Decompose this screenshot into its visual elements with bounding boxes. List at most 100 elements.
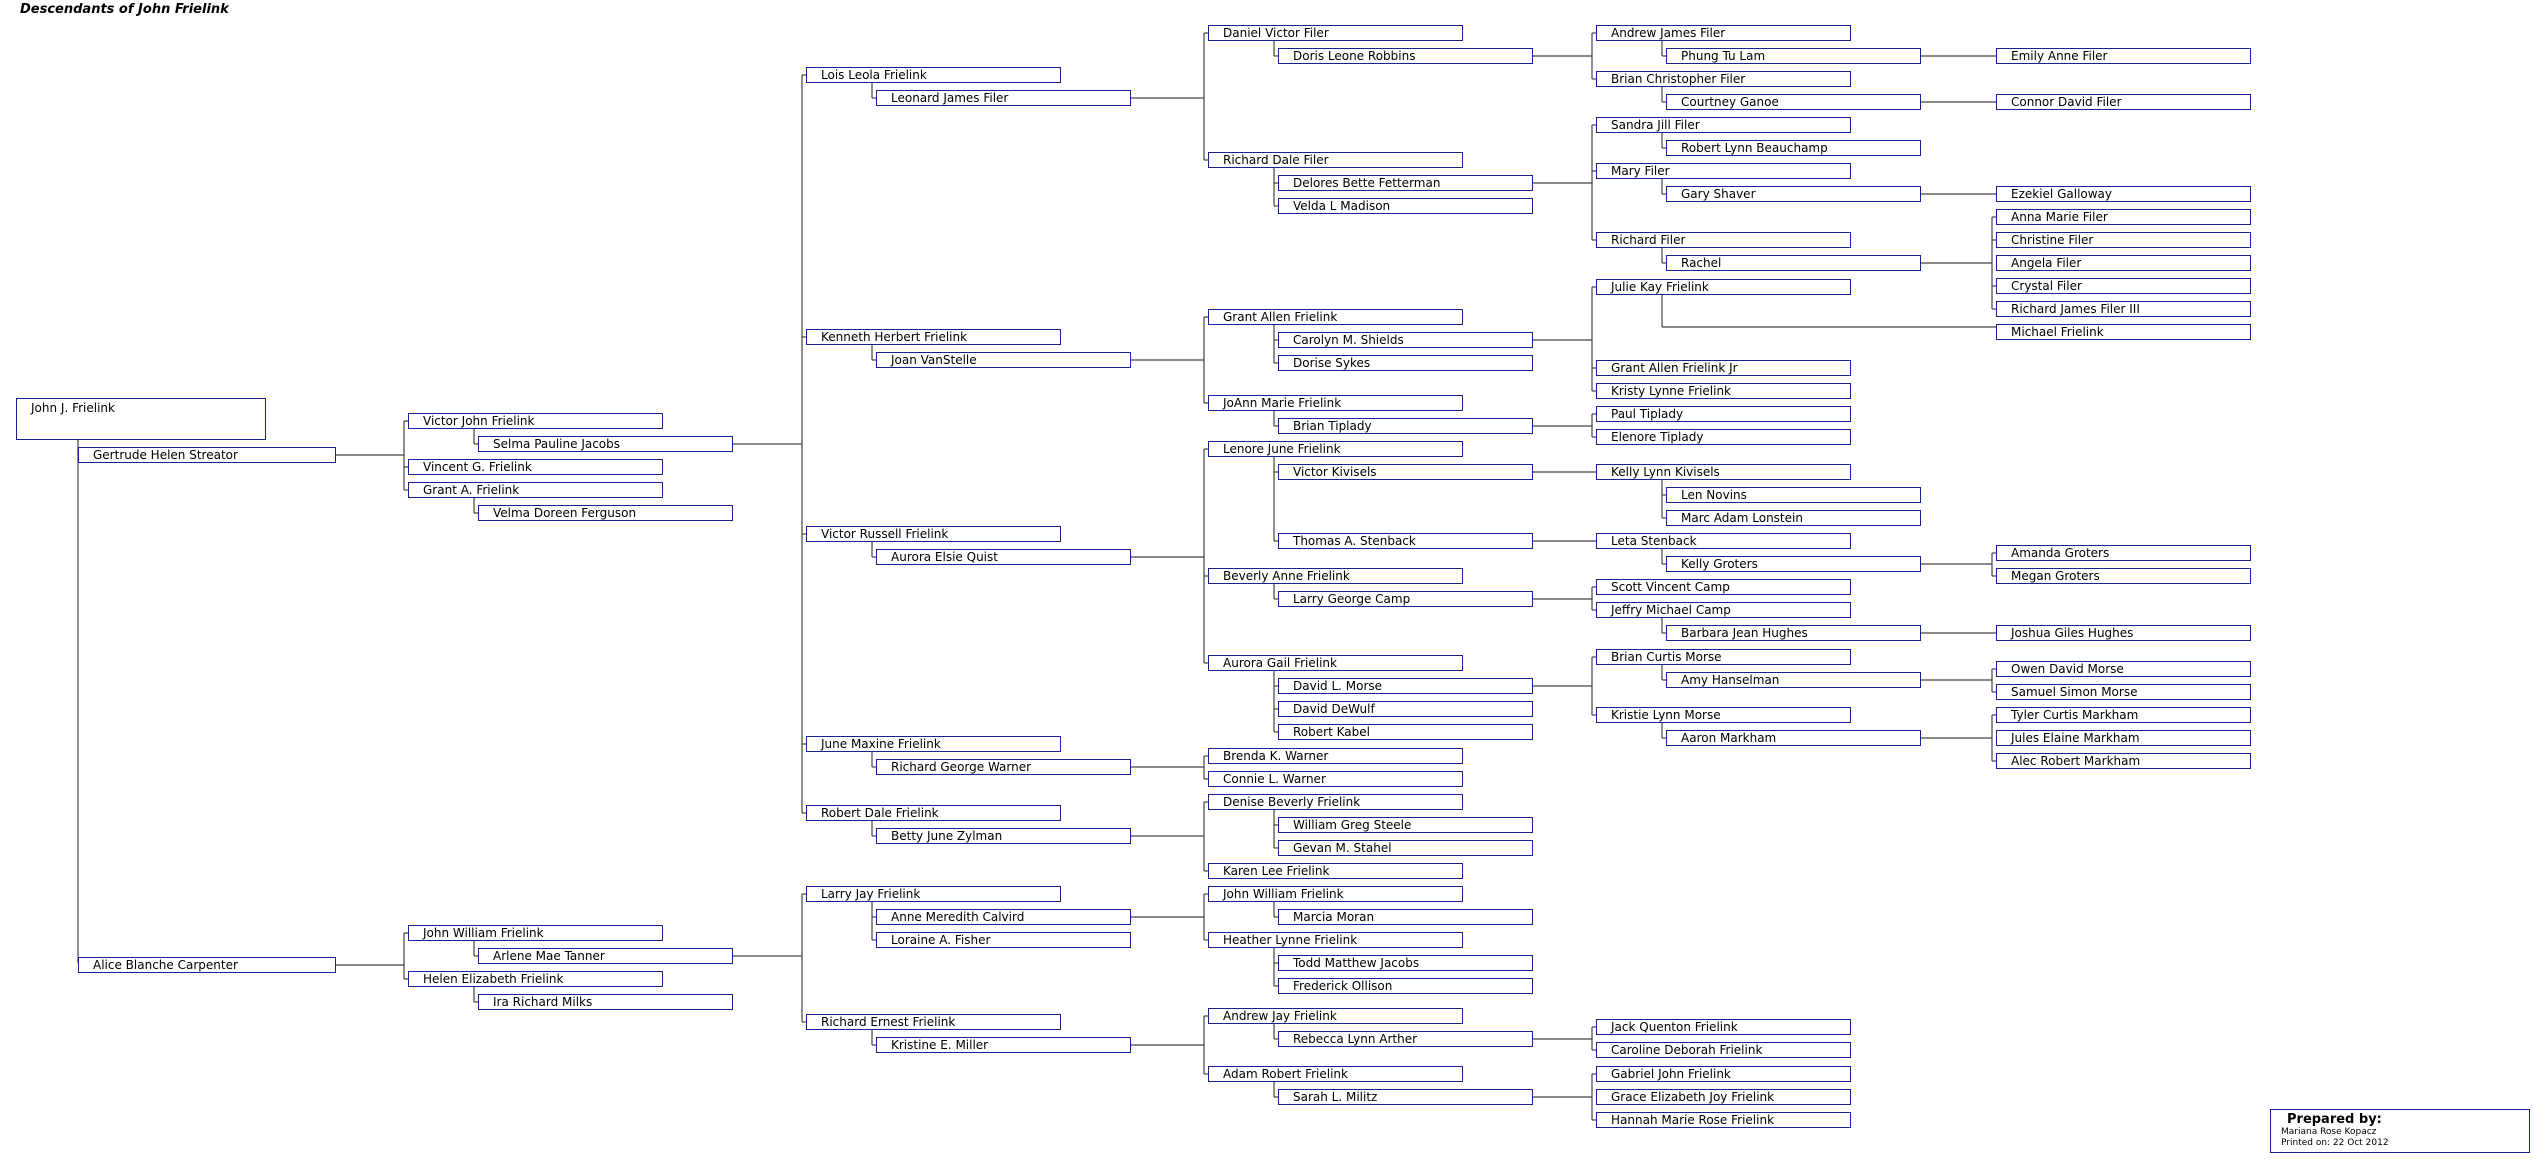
person-box: Velma Doreen Ferguson [478,505,733,521]
person-box: Daniel Victor Filer [1208,25,1463,41]
person-box: Robert Dale Frielink [806,805,1061,821]
person-box: Vincent G. Frielink [408,459,663,475]
person-box: Brian Christopher Filer [1596,71,1851,87]
person-box: Tyler Curtis Markham [1996,707,2251,723]
person-box: John William Frielink [1208,886,1463,902]
person-box: Victor John Frielink [408,413,663,429]
person-box: Sarah L. Militz [1278,1089,1533,1105]
person-box: Owen David Morse [1996,661,2251,677]
person-box: Delores Bette Fetterman [1278,175,1533,191]
person-box: Marc Adam Lonstein [1666,510,1921,526]
person-box: Loraine A. Fisher [876,932,1131,948]
person-box: Frederick Ollison [1278,978,1533,994]
person-box: Aaron Markham [1666,730,1921,746]
person-box: Connie L. Warner [1208,771,1463,787]
person-box: Leta Stenback [1596,533,1851,549]
person-box: Grant Allen Frielink [1208,309,1463,325]
person-box: Aurora Elsie Quist [876,549,1131,565]
person-box: Richard Filer [1596,232,1851,248]
person-box: Selma Pauline Jacobs [478,436,733,452]
person-box: Rebecca Lynn Arther [1278,1031,1533,1047]
person-box: Richard James Filer III [1996,301,2251,317]
person-box: Denise Beverly Frielink [1208,794,1463,810]
person-box: Len Novins [1666,487,1921,503]
person-box: Leonard James Filer [876,90,1131,106]
person-box: Gevan M. Stahel [1278,840,1533,856]
person-box: Velda L Madison [1278,198,1533,214]
person-box: Grace Elizabeth Joy Frielink [1596,1089,1851,1105]
person-box: Rachel [1666,255,1921,271]
person-box: Robert Lynn Beauchamp [1666,140,1921,156]
person-box: Phung Tu Lam [1666,48,1921,64]
person-box: Lenore June Frielink [1208,441,1463,457]
person-box: Kristy Lynne Frielink [1596,383,1851,399]
person-box: Kelly Groters [1666,556,1921,572]
preparer-name: Mariana Rose Kopacz [2281,1127,2377,1137]
person-box: Grant A. Frielink [408,482,663,498]
person-box: Kristie Lynn Morse [1596,707,1851,723]
person-box: Jack Quenton Frielink [1596,1019,1851,1035]
person-box: Mary Filer [1596,163,1851,179]
person-box: Robert Kabel [1278,724,1533,740]
person-box: Crystal Filer [1996,278,2251,294]
person-box: Kristine E. Miller [876,1037,1131,1053]
person-box: Angela Filer [1996,255,2251,271]
person-box: Anne Meredith Calvird [876,909,1131,925]
person-box: Andrew James Filer [1596,25,1851,41]
person-box: Lois Leola Frielink [806,67,1061,83]
person-box: Emily Anne Filer [1996,48,2251,64]
person-box: Joan VanStelle [876,352,1131,368]
person-box: Richard Dale Filer [1208,152,1463,168]
person-box: Ira Richard Milks [478,994,733,1010]
person-box: Richard Ernest Frielink [806,1014,1061,1030]
person-box: Grant Allen Frielink Jr [1596,360,1851,376]
person-box: John William Frielink [408,925,663,941]
person-box: Amanda Groters [1996,545,2251,561]
person-box: Betty June Zylman [876,828,1131,844]
person-box: Kenneth Herbert Frielink [806,329,1061,345]
person-box: Gabriel John Frielink [1596,1066,1851,1082]
person-box: Beverly Anne Frielink [1208,568,1463,584]
person-box: Thomas A. Stenback [1278,533,1533,549]
printed-date: Printed on: 22 Oct 2012 [2281,1138,2389,1148]
person-box: David L. Morse [1278,678,1533,694]
person-box: June Maxine Frielink [806,736,1061,752]
person-box: Elenore Tiplady [1596,429,1851,445]
person-box: Hannah Marie Rose Frielink [1596,1112,1851,1128]
person-box: Michael Frielink [1996,324,2251,340]
person-box: Amy Hanselman [1666,672,1921,688]
prepared-by-label: Prepared by: [2287,1112,2382,1127]
person-box: Heather Lynne Frielink [1208,932,1463,948]
person-box: Alice Blanche Carpenter [78,957,336,973]
person-box: William Greg Steele [1278,817,1533,833]
person-box: Dorise Sykes [1278,355,1533,371]
person-box: Richard George Warner [876,759,1131,775]
person-box: Paul Tiplady [1596,406,1851,422]
person-box: Brenda K. Warner [1208,748,1463,764]
person-box: Arlene Mae Tanner [478,948,733,964]
prepared-by-box: Prepared by: Mariana Rose Kopacz Printed… [2270,1109,2530,1153]
person-box: Megan Groters [1996,568,2251,584]
person-box: Caroline Deborah Frielink [1596,1042,1851,1058]
person-box: Christine Filer [1996,232,2251,248]
person-box: Karen Lee Frielink [1208,863,1463,879]
person-box: Alec Robert Markham [1996,753,2251,769]
person-box: Andrew Jay Frielink [1208,1008,1463,1024]
person-box: Courtney Ganoe [1666,94,1921,110]
person-box: Connor David Filer [1996,94,2251,110]
person-box: Julie Kay Frielink [1596,279,1851,295]
person-box: Scott Vincent Camp [1596,579,1851,595]
person-box: Barbara Jean Hughes [1666,625,1921,641]
person-box: Victor Kivisels [1278,464,1533,480]
person-box: John J. Frielink [16,398,266,440]
person-box: David DeWulf [1278,701,1533,717]
person-box: Adam Robert Frielink [1208,1066,1463,1082]
person-box: Marcia Moran [1278,909,1533,925]
person-box: Gertrude Helen Streator [78,447,336,463]
person-box: Todd Matthew Jacobs [1278,955,1533,971]
person-box: Brian Curtis Morse [1596,649,1851,665]
person-box: Jeffry Michael Camp [1596,602,1851,618]
person-box: Anna Marie Filer [1996,209,2251,225]
person-box: Ezekiel Galloway [1996,186,2251,202]
